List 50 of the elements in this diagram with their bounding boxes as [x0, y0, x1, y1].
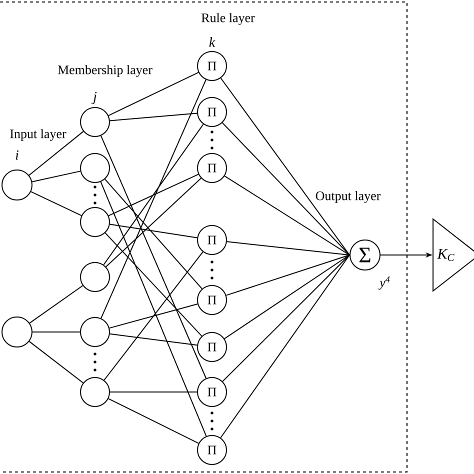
connection-line: [104, 178, 203, 290]
connection-line: [222, 254, 350, 382]
product-node: Π: [197, 377, 227, 407]
layer-label: Output layer: [316, 191, 381, 203]
connection-line: [103, 124, 204, 266]
product-node: Π: [197, 97, 227, 127]
connection-line: [222, 122, 350, 256]
product-node: Π: [197, 225, 227, 255]
connection-line: [100, 135, 207, 379]
neuron-circle: [80, 153, 110, 183]
connection-line: [104, 251, 204, 381]
layer-label: Rule layer: [201, 13, 255, 25]
connection-line: [32, 170, 81, 182]
neuron-circle: [80, 377, 110, 407]
product-node: Π: [197, 435, 227, 465]
layer-label: Input layer: [10, 129, 66, 141]
connection-line: [220, 254, 350, 438]
connection-line: [108, 398, 200, 444]
connection-line: [226, 254, 350, 296]
connection-line: [105, 178, 202, 268]
output-label: y$^{4}$: [378, 276, 390, 290]
product-node: Π: [197, 332, 227, 362]
neuron-circle: [80, 207, 110, 237]
connection-line: [109, 112, 198, 122]
connection-line: [30, 191, 82, 216]
neuron-circle: [80, 107, 110, 137]
neuron-circle: [2, 316, 32, 348]
connection-line: [28, 340, 84, 384]
connection-line: [226, 241, 350, 256]
summation-node: Σ: [350, 240, 380, 270]
connection-line: [28, 130, 84, 176]
connection-line: [100, 79, 206, 319]
connection-line: [109, 333, 198, 346]
connection-line: [108, 303, 198, 329]
layer-label: Membership layer: [58, 65, 152, 77]
connection-line: [108, 174, 199, 216]
product-node: Π: [197, 285, 227, 315]
connection-line: [224, 176, 350, 256]
connection-line: [224, 254, 350, 340]
connection-line: [100, 181, 207, 437]
product-node: Π: [197, 153, 227, 183]
connection-line: [108, 72, 199, 116]
product-node: Π: [197, 51, 227, 81]
connection-line: [104, 232, 202, 337]
connection-line: [220, 78, 350, 256]
neuron-circle: [2, 170, 32, 200]
neuron-circle: [80, 262, 110, 292]
connection-line: [109, 224, 198, 238]
neuron-circle: [80, 317, 110, 347]
connection-line: [29, 285, 84, 324]
